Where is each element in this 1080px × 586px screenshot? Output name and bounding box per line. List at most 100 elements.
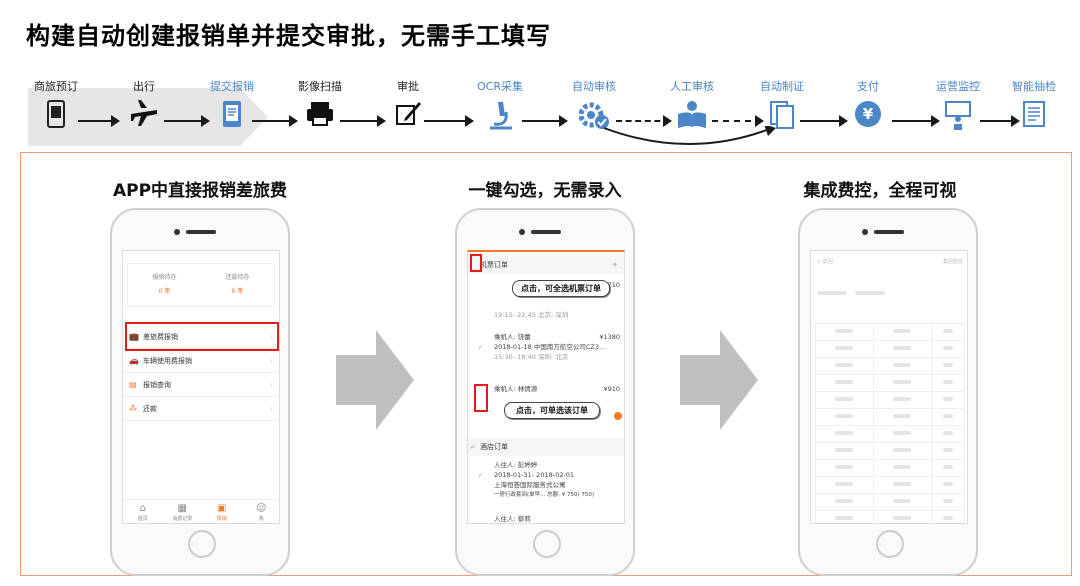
- flow-step: 商旅预订: [11, 78, 101, 128]
- hotel-order-2[interactable]: 入住人: 蔡莉: [468, 514, 624, 523]
- hotel-orders-header[interactable]: ✓酒店订单: [468, 438, 624, 456]
- flow-step-label: 运营监控: [936, 80, 980, 93]
- mobile-cart-icon: [45, 100, 67, 132]
- tab-records[interactable]: ▦消费记录: [163, 503, 203, 522]
- chevron-right-icon: ›: [270, 405, 273, 413]
- tab-me[interactable]: ☺我: [242, 503, 280, 522]
- column-title-1: APP中直接报销差旅费: [112, 181, 288, 201]
- person-icon: ☺: [256, 503, 267, 514]
- order-price: ¥910: [603, 385, 620, 393]
- flight-order-3[interactable]: 乘机人: 林倩源 ¥910: [468, 384, 624, 394]
- svg-text:¥: ¥: [863, 105, 874, 123]
- pen-edit-icon: [395, 100, 421, 130]
- nav-bar: < 返回集团费控: [811, 255, 967, 269]
- flow-step-label: 智能抽检: [1012, 80, 1056, 93]
- flow-step-label: OCR采集: [477, 80, 523, 93]
- tab-bar: ⌂ 首页 ▦消费记录 ▣ 报销 ☺我: [123, 499, 280, 523]
- filter-bar[interactable]: [811, 287, 967, 301]
- menu-item-car-reimburse[interactable]: 🚗车辆使用费报销›: [123, 349, 279, 373]
- order-passenger: 乘机人: 林倩源: [494, 385, 538, 393]
- flow-step-label: 人工审核: [670, 80, 714, 93]
- flow-arrow: [78, 115, 120, 127]
- phone-mockup-3: < 返回集团费控: [798, 208, 978, 576]
- flow-step-label: 自动制证: [760, 80, 804, 93]
- order-date: 2018-01-31- 2018-02-01: [494, 471, 574, 479]
- check-icon: ✓: [478, 343, 484, 351]
- summary-value: 0 笔: [231, 288, 244, 295]
- tab-label: 首页: [137, 516, 148, 522]
- reimburse-icon: ▣: [217, 503, 227, 514]
- tab-label: 报销: [216, 516, 227, 522]
- expense-table: [815, 323, 966, 523]
- order-date: 2018-01-18 中国南方航空公司CZ3...: [494, 343, 606, 351]
- flow-step-label: 审批: [397, 80, 419, 93]
- chevron-right-icon: ›: [270, 357, 273, 365]
- flow-arrow: [252, 115, 298, 127]
- check-icon: ✓: [470, 443, 476, 451]
- speaker-grille: [186, 230, 216, 234]
- flow-step: OCR采集: [455, 78, 545, 130]
- order-detail: 一房行政套间(单早... 总额: ¥ 750( 750): [494, 492, 595, 498]
- camera-icon: [519, 229, 525, 235]
- airplane-icon: [129, 100, 159, 130]
- summary-value: 0 笔: [158, 288, 171, 295]
- flow-step: 智能抽检: [989, 78, 1079, 127]
- car-icon: 🚗: [129, 356, 139, 365]
- section-label: 机票订单: [480, 261, 508, 269]
- flight-orders-header[interactable]: 机票订单 ✈: [468, 256, 624, 274]
- flow-step-label: 出行: [133, 80, 155, 93]
- chevron-right-icon: ›: [270, 381, 273, 389]
- flow-step-label: 自动审核: [572, 80, 616, 93]
- flow-arrow: [892, 115, 940, 127]
- flow-step: 审批: [363, 78, 453, 125]
- callout-select-all: 点击，可全选机票订单: [512, 280, 610, 297]
- yen-icon: ¥: [854, 100, 882, 132]
- tab-reimburse[interactable]: ▣ 报销: [202, 503, 242, 522]
- flow-arrow: [980, 115, 1020, 127]
- home-icon: ⌂: [139, 503, 146, 514]
- flight-order-1-time: 19:15- 22:45 北京- 深圳: [468, 310, 624, 320]
- hotel-name: 上海恒荟国际服务式公寓: [494, 481, 566, 489]
- scanner-icon: [305, 100, 335, 130]
- flow-step: 自动制证: [737, 78, 827, 129]
- monitor-person-icon: [944, 100, 972, 134]
- tab-home[interactable]: ⌂ 首页: [123, 503, 163, 522]
- home-button: [533, 530, 561, 558]
- order-guest: 入住人: 彭婷婷: [494, 461, 538, 469]
- flow-step: 支付¥: [823, 78, 913, 127]
- order-guest: 入住人: 蔡莉: [494, 515, 531, 523]
- flow-step-label: 影像扫描: [298, 80, 342, 93]
- menu-item-travel-reimburse[interactable]: 💼差旅费报销›: [123, 325, 279, 349]
- phone-screen: < 返回集团费控: [810, 250, 968, 524]
- speaker-grille: [531, 230, 561, 234]
- briefcase-icon: 💼: [129, 332, 139, 341]
- flow-arrow-dashed: [712, 115, 764, 127]
- highlight-box: [125, 322, 279, 351]
- flow-step: 出行: [99, 78, 189, 126]
- report-icon: [1022, 100, 1046, 132]
- flow-step: 提交报销: [187, 78, 277, 127]
- receipt-icon: ▦: [177, 503, 187, 514]
- mobile-form-icon: [220, 100, 244, 132]
- document-icon: ▤: [129, 380, 137, 389]
- phone-screen: 机票订单✈ ¥1710 19:15- 22:45 北京- 深圳 乘机人: 饶蕾¥…: [467, 250, 625, 524]
- check-icon: ✓: [478, 471, 484, 479]
- menu-item-repay[interactable]: ⁂还款›: [123, 397, 279, 421]
- menu-item-reimburse-query[interactable]: ▤报销查询›: [123, 373, 279, 397]
- flight-order-2[interactable]: 乘机人: 饶蕾¥1380 ✓2018-01-18 中国南方航空公司CZ3... …: [468, 332, 624, 362]
- summary-label: 报销待办: [152, 274, 177, 281]
- flow-arrow: [800, 115, 848, 127]
- flow-arrow: [424, 115, 474, 127]
- flow-step: 影像扫描: [275, 78, 365, 126]
- page-title: 构建自动创建报销单并提交审批，无需手工填写: [26, 21, 551, 50]
- back-button[interactable]: < 返回: [817, 259, 833, 265]
- hotel-order-1[interactable]: 入住人: 彭婷婷 ✓ 2018-01-31- 2018-02-01 上海恒荟国际服…: [468, 460, 624, 500]
- select-all-highlight[interactable]: [470, 254, 482, 272]
- chevron-right-icon: ›: [270, 333, 273, 341]
- airplane-icon: ✈: [612, 261, 618, 269]
- column-title-3: 集成费控，全程可视: [803, 181, 957, 201]
- select-single-highlight[interactable]: [474, 384, 488, 412]
- status-dot: [614, 412, 622, 420]
- camera-icon: [862, 229, 868, 235]
